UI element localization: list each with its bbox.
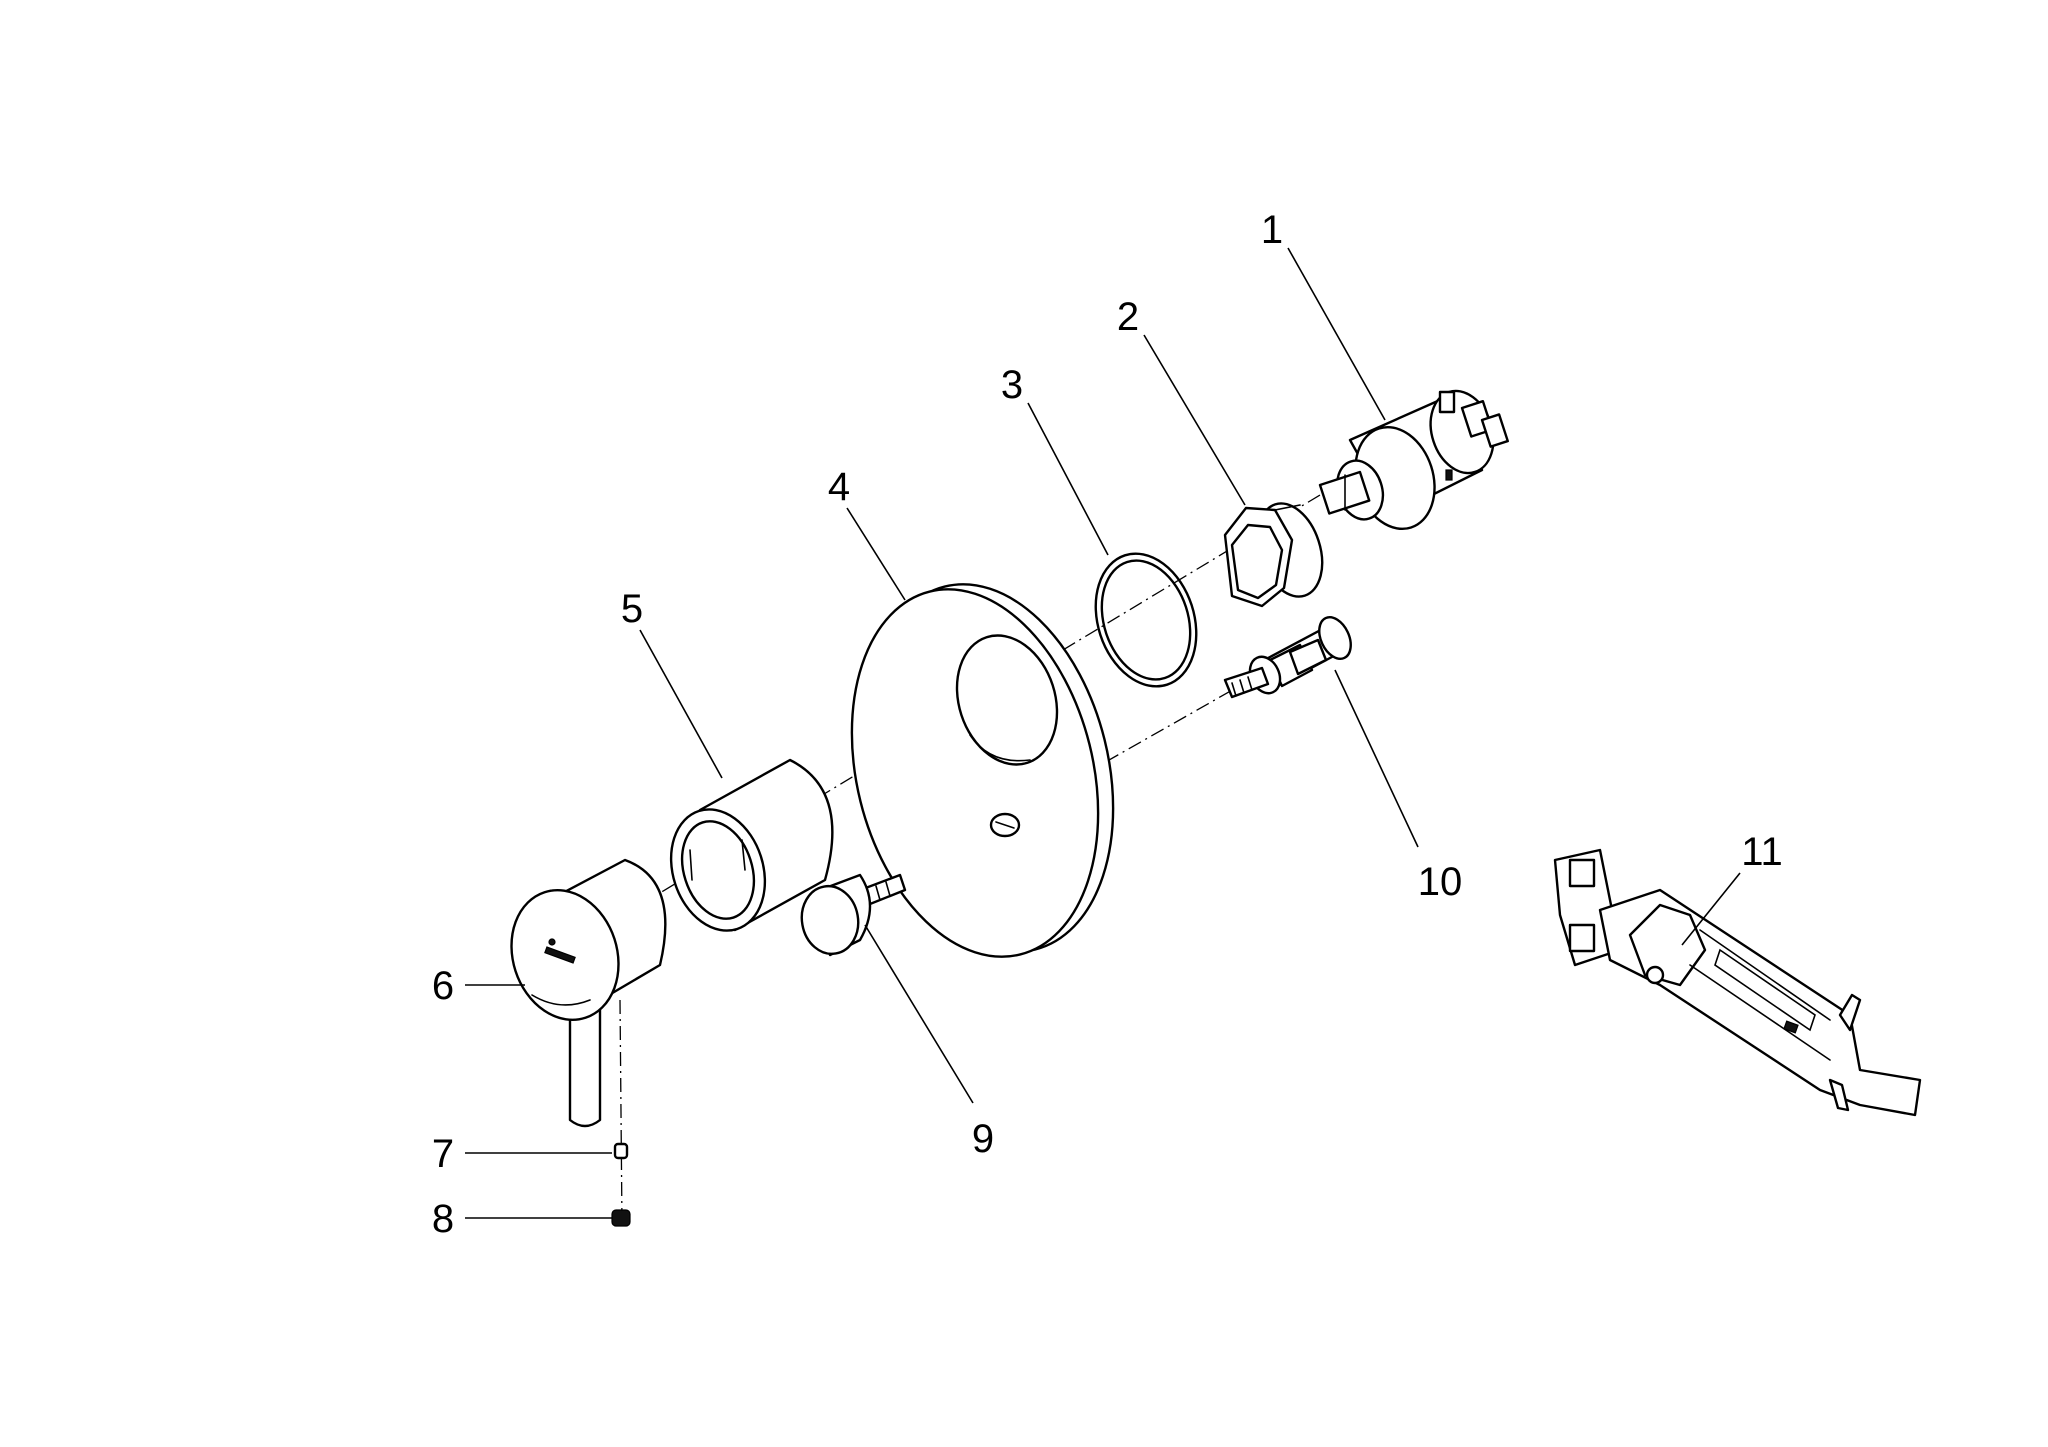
part-10-diverter-cartridge bbox=[1223, 616, 1352, 699]
leader-4 bbox=[846, 507, 906, 601]
part-4-escutcheon-plate bbox=[850, 583, 1115, 958]
part-8-small-nut bbox=[611, 1209, 631, 1227]
screw-axis bbox=[619, 999, 623, 1226]
callout-10: 10 bbox=[1418, 860, 1463, 904]
part-2-hex-nut bbox=[1223, 502, 1324, 608]
part-5-sleeve bbox=[669, 758, 834, 932]
callout-6: 6 bbox=[432, 964, 454, 1008]
callout-7: 7 bbox=[432, 1132, 454, 1176]
leader-10 bbox=[1334, 669, 1419, 848]
part-7-grub-screw bbox=[613, 1142, 629, 1160]
callout-3: 3 bbox=[1001, 363, 1023, 407]
leader-1 bbox=[1287, 247, 1386, 421]
callout-8: 8 bbox=[432, 1197, 454, 1241]
callout-9: 9 bbox=[972, 1117, 994, 1161]
part-3-o-ring bbox=[1094, 552, 1198, 688]
callout-1: 1 bbox=[1261, 208, 1283, 252]
leader-11 bbox=[1681, 872, 1741, 946]
part-1-cartridge bbox=[1318, 389, 1509, 531]
callout-11: 11 bbox=[1741, 830, 1783, 874]
leader-5 bbox=[639, 629, 723, 779]
brand-logo bbox=[544, 938, 576, 964]
callout-4: 4 bbox=[828, 465, 850, 509]
part-11-assembly-tool bbox=[1553, 848, 1922, 1117]
part-6-lever-handle bbox=[510, 858, 667, 1128]
leader-3 bbox=[1027, 402, 1109, 556]
leader-2 bbox=[1143, 334, 1246, 506]
callout-2: 2 bbox=[1117, 295, 1139, 339]
leader-9 bbox=[864, 924, 974, 1104]
callout-5: 5 bbox=[621, 587, 643, 631]
part-9-diverter-knob bbox=[800, 873, 907, 957]
